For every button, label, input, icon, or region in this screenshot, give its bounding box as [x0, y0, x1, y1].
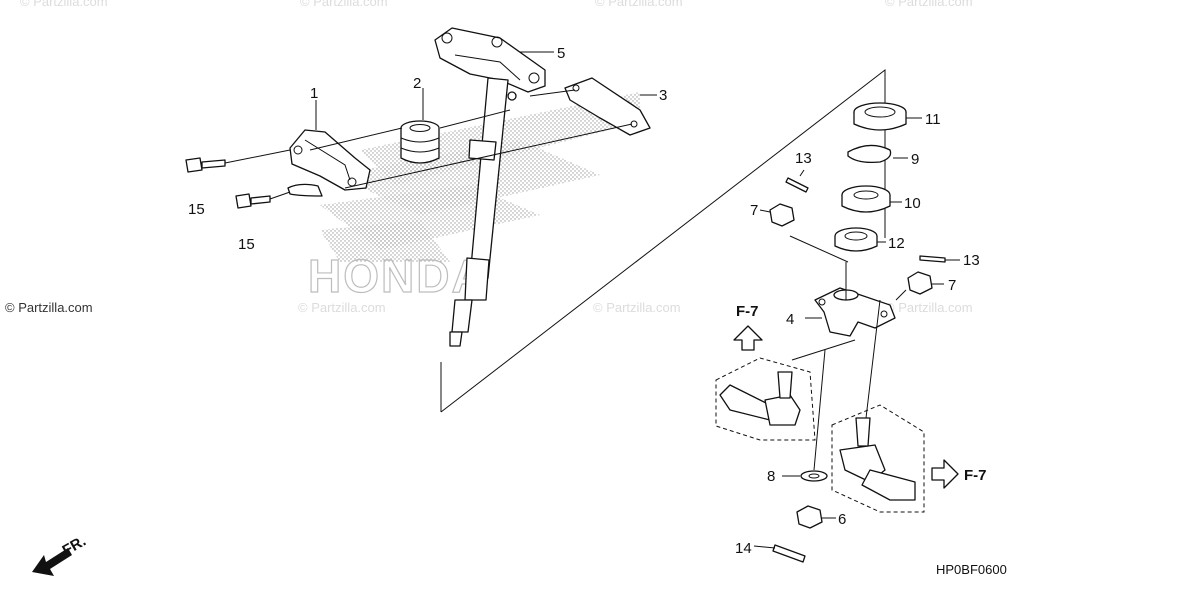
- steering-arm-part-4: [805, 262, 896, 337]
- callout-12: 12: [888, 235, 905, 252]
- callout-13-upper: 13: [795, 150, 812, 167]
- seal-part-12: [834, 227, 886, 252]
- holder-part-1: [287, 129, 371, 197]
- callout-7-right: 7: [948, 277, 956, 294]
- nut-part-6: [796, 505, 836, 529]
- ref-label-right: F-7: [964, 467, 987, 484]
- callout-numbers: 1 2 3 4 5 6 7 7 8 9 10 11 12 13 13 14 15…: [188, 45, 980, 557]
- callout-15-lower: 15: [238, 236, 255, 253]
- watermark-top-3: © Partzilla.com: [595, 0, 683, 9]
- connector-lines: [309, 89, 633, 189]
- callout-9: 9: [911, 151, 919, 168]
- oil-seal-part-11: [853, 102, 922, 131]
- callout-1: 1: [310, 85, 318, 102]
- honda-logo-text: HONDA: [308, 250, 487, 302]
- nut-part-7-left: [759, 203, 849, 263]
- tie-rod-end-right: [831, 299, 925, 513]
- callout-8: 8: [767, 468, 775, 485]
- washer-part-8: [782, 349, 828, 482]
- diagram-code: HP0BF0600: [936, 562, 1007, 577]
- callout-13-lower: 13: [963, 252, 980, 269]
- callout-5: 5: [557, 45, 565, 62]
- callout-10: 10: [904, 195, 921, 212]
- front-direction-arrow: FR.: [32, 533, 89, 576]
- assembly-outline: [440, 68, 886, 413]
- callout-15-upper: 15: [188, 201, 205, 218]
- watermark-mid-1: © Partzilla.com: [298, 300, 386, 315]
- cotter-pin-part-14: [753, 544, 806, 563]
- callout-2: 2: [413, 75, 421, 92]
- watermark-mid-3: © Partzilla.com: [885, 300, 973, 315]
- callout-11: 11: [925, 111, 941, 128]
- cotter-pin-part-13-lower: [919, 255, 960, 263]
- ref-label-up: F-7: [736, 303, 759, 320]
- nut-part-7-right: [895, 271, 944, 301]
- callout-6: 6: [838, 511, 846, 528]
- cotter-pin-part-13-upper: [785, 169, 809, 193]
- plate-part-3: [564, 77, 651, 136]
- steering-column-part-5: [434, 27, 546, 347]
- bearing-part-10: [841, 185, 902, 213]
- watermark-top-1: © Partzilla.com: [20, 0, 108, 9]
- watermarks: © Partzilla.com © Partzilla.com © Partzi…: [5, 0, 973, 315]
- bolt-part-15-upper: [185, 149, 291, 173]
- watermark-left: © Partzilla.com: [5, 300, 93, 315]
- tie-rod-end-left: [715, 339, 856, 441]
- ref-arrow-right: F-7: [931, 459, 987, 489]
- callout-leaders: [315, 51, 657, 130]
- ref-arrow-up: F-7: [733, 303, 763, 351]
- bushing-part-2: [400, 120, 440, 164]
- watermark-mid-2: © Partzilla.com: [593, 300, 681, 315]
- circlip-part-9: [847, 144, 908, 164]
- bolt-part-15-lower: [235, 191, 291, 209]
- callout-14: 14: [735, 540, 752, 557]
- watermark-top-4: © Partzilla.com: [885, 0, 973, 9]
- callout-3: 3: [659, 87, 667, 104]
- watermark-top-2: © Partzilla.com: [300, 0, 388, 9]
- callout-4: 4: [786, 311, 794, 328]
- callout-7-left: 7: [750, 202, 758, 219]
